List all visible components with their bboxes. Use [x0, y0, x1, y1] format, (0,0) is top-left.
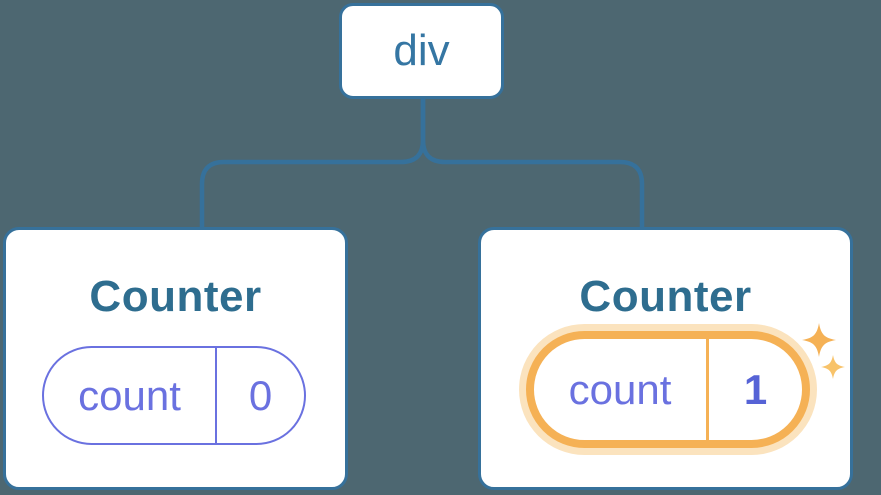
- state-value: 0: [248, 371, 273, 419]
- counter-card-left: Counter count 0: [3, 227, 348, 490]
- connector-left-branch: [199, 97, 426, 229]
- counter-card-right: Counter count 1: [478, 227, 853, 490]
- counter-title-left: Counter: [89, 272, 262, 321]
- state-value: 1: [743, 365, 768, 413]
- sparkles-icon: [802, 323, 845, 379]
- state-pill-left: count 0: [42, 346, 306, 445]
- state-pill-highlighted: count 1: [526, 331, 810, 448]
- pill-divider: [706, 339, 709, 440]
- pill-divider: [215, 348, 217, 443]
- state-key-label: count: [568, 365, 672, 413]
- state-key-label: count: [78, 371, 181, 419]
- root-node-div: div: [339, 3, 504, 99]
- root-node-label: div: [393, 26, 450, 75]
- connector-right-branch: [420, 97, 645, 229]
- counter-title-right: Counter: [579, 272, 752, 321]
